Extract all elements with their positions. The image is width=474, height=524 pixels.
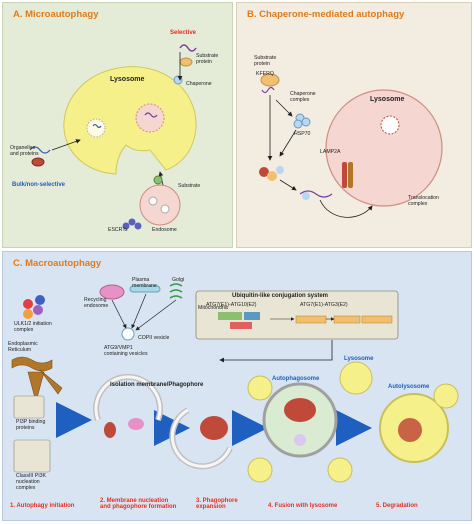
label-selective: Selective [170, 30, 197, 36]
step-4: 4. Fusion with lysosome [268, 503, 338, 509]
er-shape [11, 356, 63, 404]
label-substrate-protein-a: Substrate protein [196, 53, 219, 65]
label-ubl-right: ATG7(E1)-ATG3(E2) [300, 302, 348, 308]
label-ubl-left: ATG7(E1)-ATG10(E2) [206, 302, 257, 308]
label-recycling-endosome: Recycling endosome [84, 297, 109, 309]
panel-b-graphics [259, 73, 443, 218]
label-escrts: ESCRTs [108, 227, 128, 233]
panel-c-graphics [11, 283, 459, 483]
panel-a-graphics [29, 44, 197, 230]
label-er: Endoplasmic Reticulum [8, 341, 38, 353]
panel-a-title: A. Microautophagy [13, 9, 99, 20]
label-autophagosome: Autophagosome [272, 376, 320, 382]
label-chaperone-a: Chaperone [186, 81, 212, 87]
label-organelles: Organelles and proteins [10, 145, 39, 157]
label-plasma-membrane: Plasma membrane [132, 277, 157, 289]
step-2: 2. Membrane nucleation and phagophore fo… [100, 498, 177, 510]
label-pi3p: PI3P binding proteins [16, 419, 46, 431]
step-5: 5. Degradation [376, 503, 418, 509]
label-lysosome-a: Lysosome [110, 76, 145, 83]
vesicle-inside [135, 103, 165, 133]
lysosome-b [325, 89, 443, 207]
label-ulk-complex: ULK1/2 initiation complex [14, 321, 52, 333]
label-atg9: ATG9/VMP1 containing vesicles [104, 345, 148, 357]
label-bulk: Bulk/non-selective [12, 182, 66, 188]
label-copii: COPII vesicle [138, 335, 170, 341]
label-golgi: Golgi [172, 277, 185, 283]
step-3: 3. Phagophore expansion [196, 498, 238, 510]
label-mitochondria: Mitochondria [198, 305, 228, 311]
label-kferq: KFERQ [256, 71, 274, 77]
label-endosome: Endosome [152, 227, 177, 233]
label-chaperone-complex: Chaperone complex [290, 91, 316, 103]
label-translocation: Translocation complex [408, 195, 439, 207]
label-lysosome-b: Lysosome [370, 96, 405, 103]
lysosome-c [339, 361, 373, 395]
lysosome-a [63, 66, 197, 175]
label-pi3k: ClassIII PI3K nucleation complex [16, 473, 46, 491]
panel-b-title: B. Chaperone-mediated autophagy [247, 9, 405, 20]
label-hsp70: HSP70 [294, 131, 311, 137]
label-lamp2a: LAMP2A [320, 149, 341, 155]
label-ubl-title: Ubiquitin-like conjugation system [232, 293, 329, 299]
label-autolysosome: Autolysosome [388, 384, 430, 390]
endosome [139, 184, 181, 226]
label-lysosome-c: Lysosome [344, 356, 374, 362]
panel-c-title: C. Macroautophagy [13, 258, 102, 269]
label-substrate-a: Substrate [178, 183, 201, 189]
label-isolation-membrane: Isolation membrane/Phagophore [110, 382, 204, 388]
label-substrate-protein-b: Substrate protein [254, 55, 277, 67]
step-1: 1. Autophagy initiation [10, 503, 75, 509]
